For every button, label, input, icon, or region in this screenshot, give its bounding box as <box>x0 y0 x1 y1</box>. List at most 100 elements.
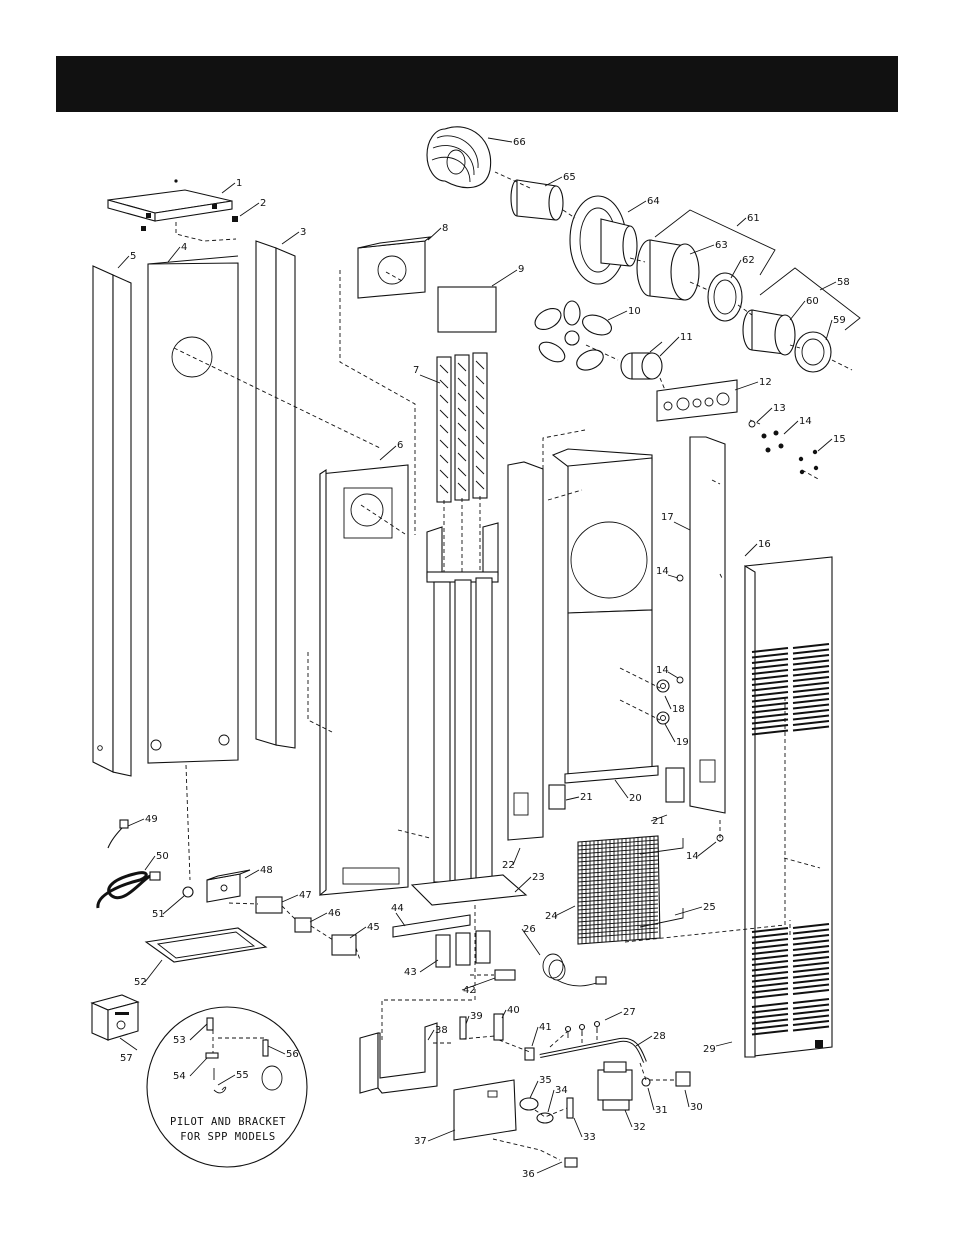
part-back-panel <box>148 256 238 763</box>
callout-58: 58 <box>837 277 850 288</box>
part-blower-wheel <box>531 301 614 374</box>
part-cover-47 <box>256 897 282 913</box>
callout-42: 42 <box>463 985 476 996</box>
callout-59: 59 <box>833 315 846 326</box>
callout-11: 11 <box>680 332 693 343</box>
callout-7: 7 <box>413 365 419 376</box>
callout-34: 34 <box>555 1085 568 1096</box>
part-screen <box>578 836 660 944</box>
part-collar <box>637 240 699 300</box>
part-bracket-41 <box>525 1048 534 1060</box>
part-wall-plate <box>570 196 637 284</box>
part-small-plate-a <box>549 785 565 809</box>
callout-8: 8 <box>442 223 448 234</box>
callout-10: 10 <box>628 306 641 317</box>
callout-45: 45 <box>367 922 380 933</box>
callout-31: 31 <box>655 1105 668 1116</box>
part-gasket-ring <box>708 273 742 321</box>
part-center-panel <box>553 449 658 783</box>
callout-19: 19 <box>676 737 689 748</box>
part-inner-pipe <box>743 310 795 355</box>
callout-56: 56 <box>286 1049 299 1060</box>
part-coil-assembly <box>427 127 491 188</box>
callout-23: 23 <box>532 872 545 883</box>
part-base-frame <box>146 928 266 962</box>
part-gas-valve <box>598 1062 690 1110</box>
part-base-plate <box>412 875 526 905</box>
callout-20: 20 <box>629 793 642 804</box>
part-plate <box>438 287 496 332</box>
part-switch-45 <box>332 935 356 955</box>
callout-30: 30 <box>690 1102 703 1113</box>
part-bracket-39 <box>460 1017 466 1039</box>
part-bracket <box>358 237 430 298</box>
callout-14-d: 14 <box>686 851 699 862</box>
callout-24: 24 <box>545 911 558 922</box>
part-cord-49 <box>108 826 124 848</box>
part-cap-ring <box>795 332 831 372</box>
callout-61: 61 <box>747 213 760 224</box>
callout-1: 1 <box>236 178 242 189</box>
part-front-panel <box>320 465 408 895</box>
callout-21-b: 21 <box>652 816 665 827</box>
callout-53: 53 <box>173 1035 186 1046</box>
callout-29: 29 <box>703 1044 716 1055</box>
part-heat-exchanger <box>427 523 498 882</box>
callout-40: 40 <box>507 1005 520 1016</box>
part-top-cover <box>108 190 232 221</box>
part-right-side-panel <box>256 241 295 748</box>
callout-2: 2 <box>260 198 266 209</box>
callout-49: 49 <box>145 814 158 825</box>
callout-41: 41 <box>539 1022 552 1033</box>
inset-caption-line1: PILOT AND BRACKET <box>170 1116 286 1128</box>
callout-6: 6 <box>397 440 403 451</box>
callout-14-b: 14 <box>656 566 669 577</box>
callout-9: 9 <box>518 264 524 275</box>
callout-5: 5 <box>130 251 136 262</box>
callout-57: 57 <box>120 1053 133 1064</box>
part-access-panel <box>454 1080 516 1140</box>
part-junction-box <box>207 870 250 902</box>
part-limit-switch-19 <box>657 712 669 724</box>
callout-27: 27 <box>623 1007 636 1018</box>
part-baffles <box>437 353 487 502</box>
part-switch-46 <box>295 918 311 932</box>
part-power-cord-50 <box>98 872 160 908</box>
callout-37: 37 <box>414 1136 427 1147</box>
callout-46: 46 <box>328 908 341 919</box>
callout-60: 60 <box>806 296 819 307</box>
callout-43: 43 <box>404 967 417 978</box>
part-motor <box>621 342 662 379</box>
inset-caption-line2: FOR SPP MODELS <box>180 1131 276 1143</box>
callout-15: 15 <box>833 434 846 445</box>
callout-66: 66 <box>513 137 526 148</box>
part-vent-pipe <box>511 180 563 220</box>
part-control-plate <box>657 380 737 421</box>
part-bushing-51 <box>183 887 193 897</box>
part-front-grille-panel <box>745 557 832 1057</box>
callout-3: 3 <box>300 227 306 238</box>
callout-63: 63 <box>715 240 728 251</box>
callout-13: 13 <box>773 403 786 414</box>
callout-33: 33 <box>583 1132 596 1143</box>
callout-4: 4 <box>181 242 187 253</box>
part-thermostat-box <box>92 995 138 1040</box>
callout-14-a: 14 <box>799 416 812 427</box>
callout-47: 47 <box>299 890 312 901</box>
part-screws-27 <box>566 1022 600 1039</box>
part-screw-small <box>141 226 146 231</box>
callout-16: 16 <box>758 539 771 550</box>
callout-64: 64 <box>647 196 660 207</box>
callout-44: 44 <box>391 903 404 914</box>
part-small-plate-b <box>666 768 684 802</box>
part-top-screw <box>174 179 177 182</box>
callout-25: 25 <box>703 902 716 913</box>
part-bracket-40 <box>494 1014 503 1040</box>
callout-65: 65 <box>563 172 576 183</box>
callout-22: 22 <box>502 860 515 871</box>
callout-21-a: 21 <box>580 792 593 803</box>
callout-12: 12 <box>759 377 772 388</box>
callout-39: 39 <box>470 1011 483 1022</box>
callout-62: 62 <box>742 255 755 266</box>
